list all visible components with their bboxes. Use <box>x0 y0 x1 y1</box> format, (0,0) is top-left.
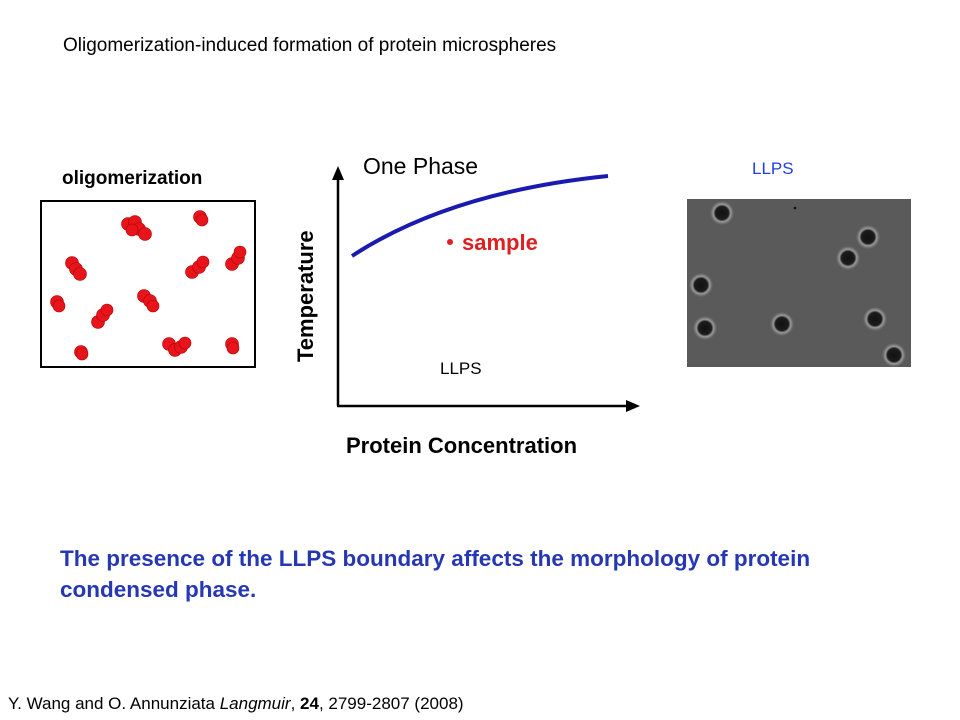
x-axis-arrow <box>626 400 640 412</box>
oligomer-cluster <box>162 336 192 357</box>
microsphere <box>856 225 880 249</box>
microsphere <box>693 316 717 340</box>
llps-region-label: LLPS <box>440 359 482 378</box>
oligomer-cluster <box>91 303 114 329</box>
citation-authors: Y. Wang and O. Annunziata <box>8 694 220 713</box>
y-axis-arrow <box>332 166 344 180</box>
oligomer-cluster <box>137 289 160 313</box>
oligomer-cluster <box>225 245 247 271</box>
microsphere-image <box>687 199 911 367</box>
llps-boundary-curve <box>350 174 609 258</box>
phase-diagram: sample One Phase LLPS Protein Concentrat… <box>293 153 640 458</box>
slide-title: Oligomerization-induced formation of pro… <box>63 35 557 56</box>
sample-label: sample <box>462 230 538 255</box>
oligomer-clusters <box>50 210 247 361</box>
conclusion-text: The presence of the LLPS boundary affect… <box>60 546 811 602</box>
y-axis-label: Temperature <box>293 230 318 362</box>
citation-sep: , <box>290 694 301 713</box>
oligomer-cluster <box>225 337 240 355</box>
microsphere <box>770 312 794 336</box>
citation-pages: , 2799-2807 (2008) <box>318 694 464 713</box>
oligomer-cluster <box>74 345 89 361</box>
x-axis-label: Protein Concentration <box>346 433 577 458</box>
sample-point <box>447 239 453 245</box>
citation-volume: 24 <box>300 694 319 713</box>
oligomer-panel <box>40 200 256 368</box>
microsphere <box>710 201 734 225</box>
microsphere <box>863 307 887 331</box>
micrograph-label: LLPS <box>752 159 794 178</box>
oligomer-cluster <box>121 215 152 241</box>
citation: Y. Wang and O. Annunziata Langmuir, 24, … <box>8 694 464 714</box>
oligomer-cluster <box>193 210 209 227</box>
microsphere <box>882 343 906 367</box>
oligomer-cluster <box>65 256 87 281</box>
microsphere <box>836 246 860 270</box>
citation-journal: Langmuir <box>219 694 291 713</box>
oligomer-cluster <box>185 255 210 279</box>
microsphere <box>689 273 713 297</box>
llps-micrograph <box>687 199 911 367</box>
oligomerization-label: oligomerization <box>62 168 203 189</box>
oligomer-cluster <box>50 295 66 313</box>
one-phase-label: One Phase <box>363 153 478 179</box>
